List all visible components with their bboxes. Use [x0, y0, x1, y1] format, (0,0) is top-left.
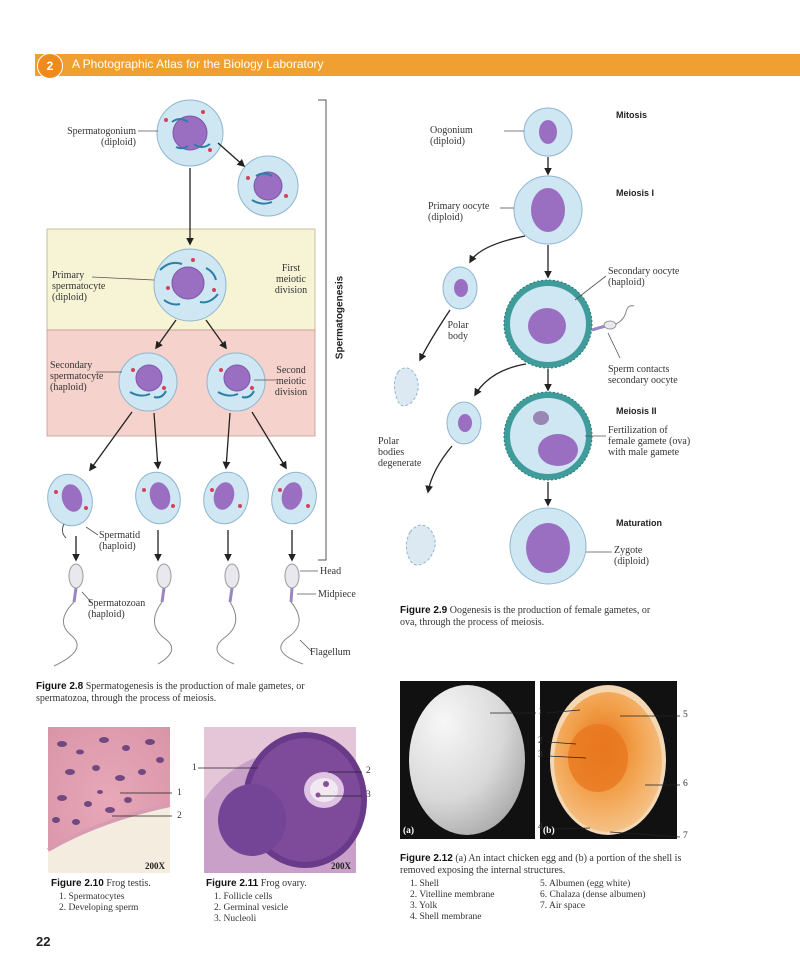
secondary-oocyte-cell: [503, 279, 635, 369]
fig212-label-7: 7: [683, 831, 688, 841]
label-flagellum: Flagellum: [310, 647, 351, 658]
fig212-legend-item: 3. Yolk: [410, 901, 438, 911]
zygote-cell: [509, 507, 587, 585]
figure-2-9-label: Figure 2.9: [400, 605, 448, 616]
fig210-legend: 1. Spermatocytes 2. Developing sperm: [59, 892, 138, 914]
fig212-panel-b: (b): [543, 826, 555, 836]
label-second-division: Second meiotic division: [274, 365, 308, 398]
primary-oocyte-cell: [513, 175, 583, 245]
label-head: Head: [320, 566, 342, 577]
fig212-label-5: 5: [683, 710, 688, 720]
fig212-legend-item: 5. Albumen (egg white): [540, 879, 631, 889]
fertilized-ovum-cell: [503, 391, 593, 481]
polar-body-1: [442, 266, 478, 310]
chapter-badge: 2: [37, 53, 63, 79]
fig212-legend-item: 4. Shell membrane: [410, 912, 482, 922]
page-number: 22: [36, 934, 51, 949]
second-division-panel: [46, 329, 316, 437]
figure-2-10-caption: Figure 2.10 Frog testis.: [51, 878, 201, 890]
label-polar-bodies-degenerate: Polar bodies degenerate: [378, 436, 422, 469]
label-spermatid: Spermatid (haploid): [99, 530, 141, 552]
frog-testis-photo: [47, 727, 171, 873]
fig210-legend-item: 1. Spermatocytes: [59, 892, 125, 902]
fig212-label-3: 3: [538, 750, 543, 760]
fig212-legend-right: 5. Albumen (egg white) 6. Chalaza (dense…: [540, 879, 646, 912]
figure-2-8-text: Spermatogenesis is the production of mal…: [36, 681, 305, 704]
label-oogonium: Oogonium (diploid): [430, 125, 473, 147]
label-spermatozoan: Spermatozoan (haploid): [88, 598, 146, 620]
fig212-legend-left: 1. Shell 2. Vitelline membrane 3. Yolk 4…: [410, 879, 494, 923]
figure-2-12-text: (a) An intact chicken egg and (b) a port…: [400, 853, 682, 876]
fig210-label-2: 2: [177, 811, 182, 821]
figure-2-10-label: Figure 2.10: [51, 878, 104, 889]
fig212-label-6: 6: [683, 779, 688, 789]
fig212-legend-item: 7. Air space: [540, 901, 586, 911]
label-spermatogonium: Spermatogonium (diploid): [67, 126, 136, 148]
stage-meiosis-2: Meiosis II: [616, 406, 657, 416]
fig212-legend-item: 6. Chalaza (dense albumen): [540, 890, 646, 900]
fig210-magnification: 200X: [145, 861, 165, 871]
fig212-label-2: 2: [538, 736, 543, 746]
fig211-label-2: 2: [366, 766, 371, 776]
fig212-legend-item: 1. Shell: [410, 879, 440, 889]
book-title: A Photographic Atlas for the Biology Lab…: [72, 57, 324, 71]
label-secondary-spermatocyte: Secondary spermatocyte (haploid): [50, 360, 104, 393]
label-midpiece: Midpiece: [318, 589, 356, 600]
fig211-label-1: 1: [192, 763, 197, 773]
secondary-spermatocyte-cell-right: [206, 352, 266, 412]
label-fertilization: Fertilization of female gamete (ova) wit…: [608, 425, 691, 458]
label-primary-spermatocyte: Primary spermatocyte (diploid): [52, 270, 106, 303]
figure-2-12-caption: Figure 2.12 (a) An intact chicken egg an…: [400, 853, 690, 877]
stage-maturation: Maturation: [616, 518, 662, 528]
daughter-spermatogonium-cell: [237, 155, 299, 217]
spermatozoa: [68, 563, 300, 589]
figure-2-8-caption: Figure 2.8 Spermatogenesis is the produc…: [36, 681, 336, 705]
figure-2-11-label: Figure 2.11: [206, 878, 259, 889]
fig210-legend-item: 2. Developing sperm: [59, 903, 139, 913]
fig211-legend-item: 2. Germinal vesicle: [214, 903, 289, 913]
header-banner: [35, 54, 800, 76]
spermatid-cells: [47, 471, 317, 539]
fig210-label-1: 1: [177, 788, 182, 798]
fig211-legend-item: 3. Nucleoli: [214, 914, 257, 924]
label-primary-oocyte: Primary oocyte (diploid): [428, 201, 490, 223]
figure-2-8-label: Figure 2.8: [36, 681, 84, 692]
label-sperm-contacts: Sperm contacts secondary oocyte: [608, 364, 678, 386]
oogonium-cell: [523, 107, 573, 157]
fig211-label-3: 3: [366, 790, 371, 800]
fig212-label-4: 4: [538, 822, 543, 832]
figure-2-12-label: Figure 2.12: [400, 853, 453, 864]
label-spermatogenesis-bracket: Spermatogenesis: [334, 275, 346, 360]
figure-2-9-caption: Figure 2.9 Oogenesis is the production o…: [400, 605, 656, 629]
fig212-legend-item: 2. Vitelline membrane: [410, 890, 495, 900]
fig212-label-1: 1: [538, 707, 543, 717]
label-polar-body: Polar body: [447, 320, 469, 342]
label-secondary-oocyte: Secondary oocyte (haploid): [608, 266, 680, 288]
primary-spermatocyte-cell: [153, 248, 227, 322]
degenerating-polar-body-1: [393, 367, 419, 407]
figure-2-11-text: Frog ovary.: [260, 878, 307, 889]
figure-2-11-caption: Figure 2.11 Frog ovary.: [206, 878, 366, 890]
label-zygote: Zygote (diploid): [614, 545, 649, 567]
spermatogonium-cell: [156, 99, 224, 167]
frog-ovary-photo: [204, 727, 367, 873]
label-first-division: First meiotic division: [274, 263, 308, 296]
intact-egg-photo: [400, 681, 535, 839]
polar-body-2: [446, 401, 482, 445]
fig212-panel-a: (a): [403, 826, 415, 836]
stage-meiosis-1: Meiosis I: [616, 188, 655, 198]
stage-mitosis: Mitosis: [616, 110, 648, 120]
secondary-spermatocyte-cell-left: [118, 352, 178, 412]
degenerating-polar-body-2: [405, 524, 436, 566]
opened-egg-photo: [540, 681, 677, 839]
fig211-magnification: 200X: [331, 861, 351, 871]
figure-2-10-text: Frog testis.: [106, 878, 151, 889]
fig211-legend-item: 1. Follicle cells: [214, 892, 273, 902]
figure-2-9-text: Oogenesis is the production of female ga…: [400, 605, 651, 628]
fig211-legend: 1. Follicle cells 2. Germinal vesicle 3.…: [214, 892, 288, 925]
